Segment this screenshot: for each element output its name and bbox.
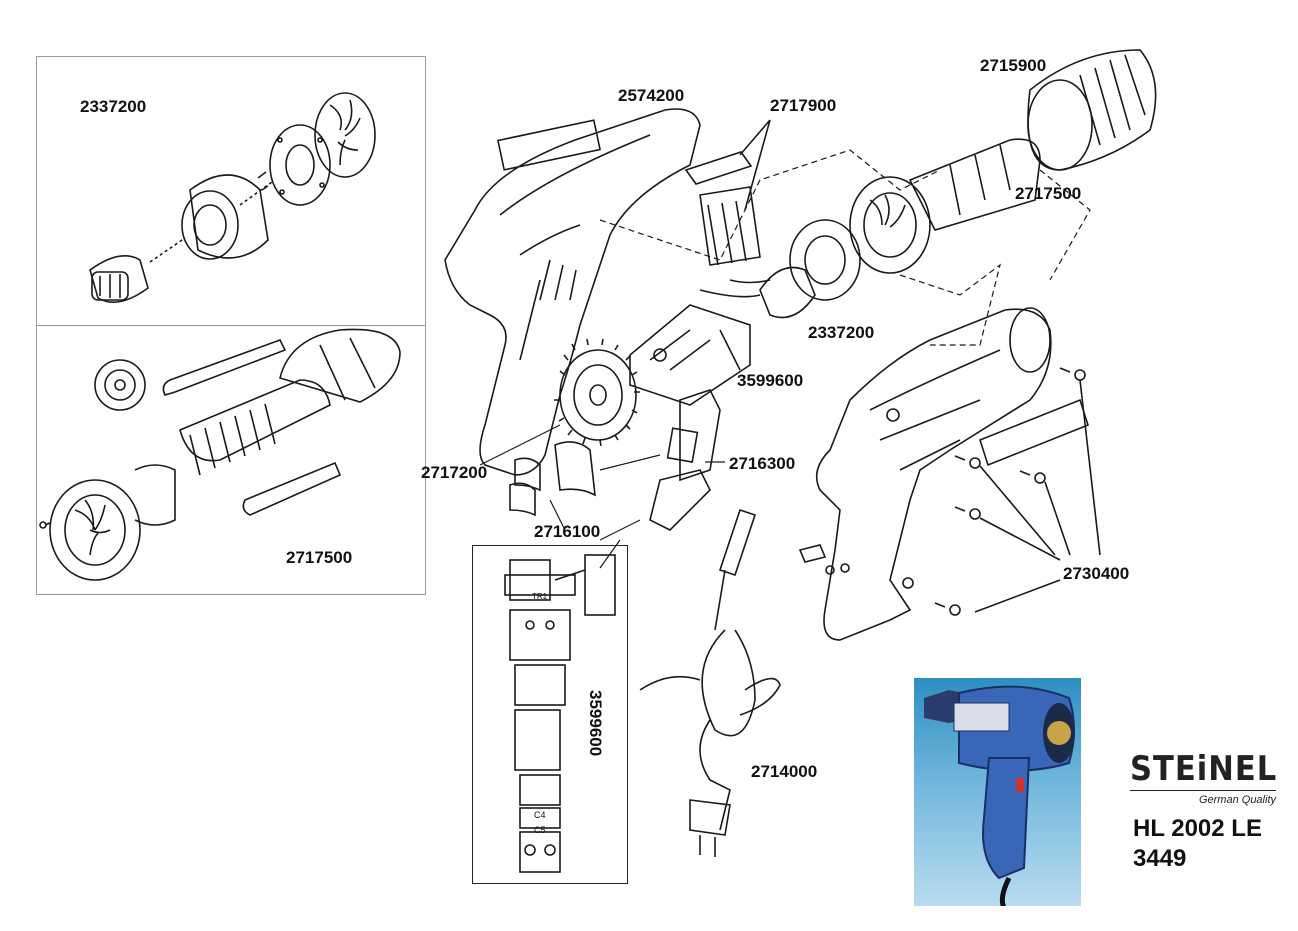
leader-lines: [479, 424, 725, 569]
label-2716300: 2716300: [729, 454, 796, 473]
pcb-assembly: [629, 304, 751, 406]
inset-heater-drawing: [39, 328, 401, 581]
label-2337200-inset: 2337200: [80, 97, 147, 116]
screws: [798, 367, 1101, 616]
pcb-inset-drawing: [504, 554, 616, 873]
label-2717500-inset: 2717500: [286, 548, 353, 567]
pcb-label-c4: C4: [534, 810, 546, 820]
inset-fan-motor-drawing: [89, 92, 376, 304]
label-2716100: 2716100: [534, 522, 601, 541]
pcb-label-c5: C5: [534, 825, 546, 835]
switch-block: [649, 389, 721, 531]
heater-tube: [849, 138, 1041, 274]
brand-block: STEiNEL German Quality: [1130, 752, 1280, 806]
label-2715900: 2715900: [980, 56, 1047, 75]
label-3599600-mid: 3599600: [737, 371, 804, 390]
label-3599600-vertical: 3599600: [586, 690, 605, 757]
pcb-label-tr1: TR1: [532, 592, 548, 601]
housing-left-shell: [444, 108, 701, 476]
label-2337200-mid: 2337200: [808, 323, 875, 342]
label-2717900: 2717900: [770, 96, 837, 115]
model-number: 3449: [1133, 845, 1187, 872]
fan-wheel: [554, 338, 640, 447]
label-2574200: 2574200: [618, 86, 685, 105]
insulation-pieces: [509, 441, 596, 517]
inset-pcb-frame: [472, 545, 628, 884]
brand-tagline: German Quality: [1130, 790, 1276, 806]
power-cable: [639, 508, 781, 857]
label-2717200: 2717200: [421, 463, 488, 482]
switch-parts: [684, 119, 771, 266]
label-2717500-top: 2717500: [1015, 184, 1082, 203]
label-2730400: 2730400: [1063, 564, 1130, 583]
steinel-logo: STEiNEL: [1130, 749, 1278, 789]
model-name: HL 2002 LE: [1133, 815, 1262, 842]
product-photo: [914, 678, 1081, 906]
assembly-guide-lines: [599, 149, 1091, 346]
heat-gun-photo-illustration: [924, 685, 1075, 906]
inset-heater-frame: [36, 325, 426, 595]
label-2714000: 2714000: [751, 762, 818, 781]
nozzle-cap: [1027, 49, 1157, 171]
housing-right-shell: [815, 307, 1089, 641]
motor-mount-assembly: [699, 219, 861, 319]
